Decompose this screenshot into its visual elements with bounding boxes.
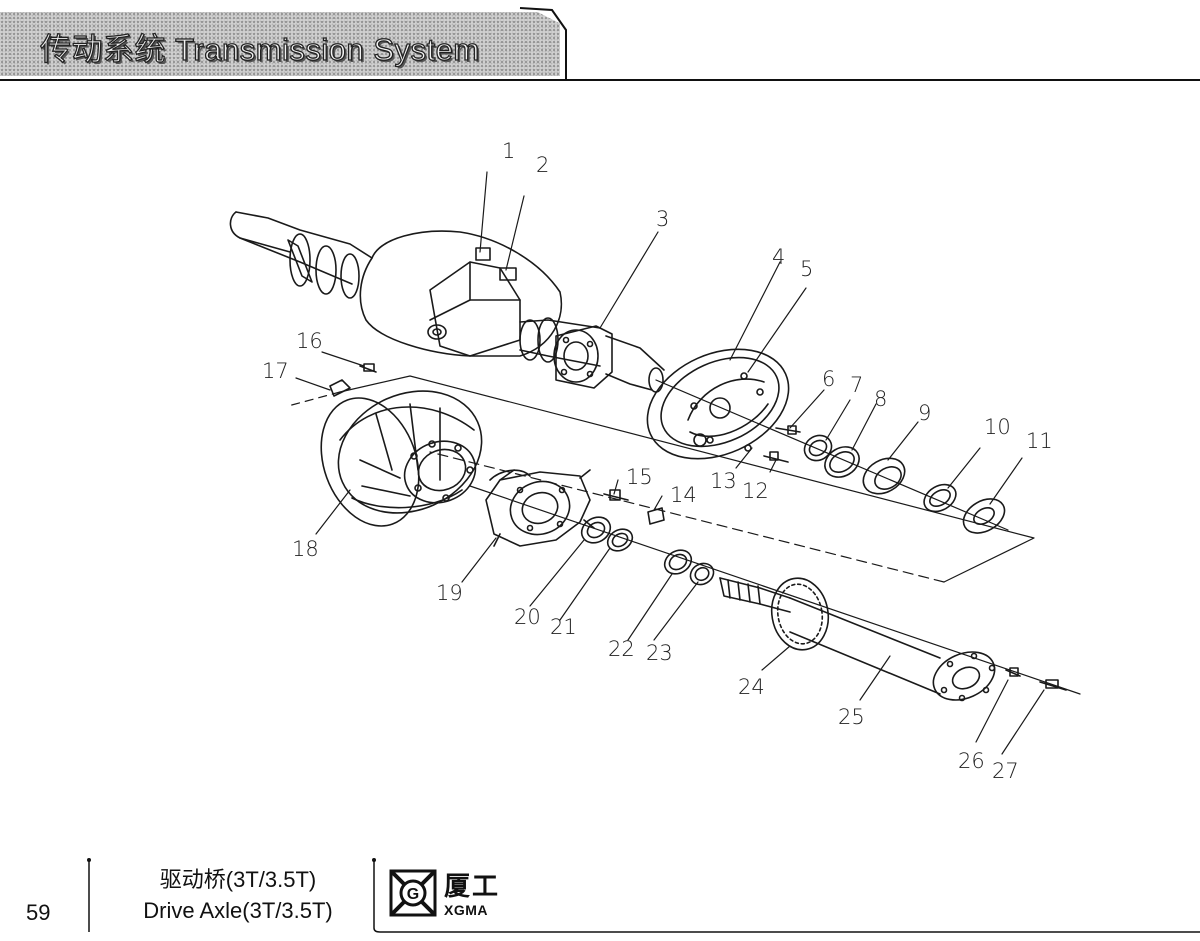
- part-label-9: 9: [918, 401, 931, 425]
- part-label-4: 4: [772, 245, 785, 269]
- hub-drum: [320, 379, 483, 527]
- header-title-band: [0, 12, 560, 76]
- part-label-27: 27: [992, 759, 1019, 783]
- footer-title-cn: 驱动桥(3T/3.5T): [159, 867, 317, 892]
- part-label-8: 8: [874, 387, 887, 411]
- section-title: 传动系统 Transmission System: [39, 31, 480, 67]
- part-label-11: 11: [1026, 429, 1053, 453]
- part-label-14: 14: [670, 483, 697, 507]
- half-shaft: [719, 577, 1067, 702]
- part-label-18: 18: [292, 537, 319, 561]
- assembly-lines: [287, 375, 1081, 695]
- header-frame: [0, 7, 1200, 81]
- bearing-stack: [744, 425, 1006, 534]
- washers: [580, 516, 715, 586]
- part-label-20: 20: [514, 605, 541, 629]
- part-label-24: 24: [738, 675, 765, 699]
- footer-title-en: Drive Axle(3T/3.5T): [143, 898, 333, 923]
- svg-text:G: G: [407, 886, 419, 903]
- part-label-16: 16: [296, 329, 323, 353]
- brake-assembly: [646, 348, 790, 460]
- part-label-5: 5: [800, 257, 813, 281]
- part-label-22: 22: [608, 637, 635, 661]
- brand-name-cn: 厦工: [444, 871, 501, 901]
- bearing-carrier: [485, 469, 595, 547]
- part-label-2: 2: [536, 153, 549, 177]
- brand-logo: G 厦工 XGMA: [388, 864, 528, 924]
- part-label-6: 6: [822, 367, 835, 391]
- brand-name-en: XGMA: [444, 902, 488, 918]
- page-header: 传动系统 Transmission System: [0, 0, 1200, 90]
- footer-rules: [87, 858, 1200, 933]
- axle-housing: [229, 211, 665, 393]
- part-label-23: 23: [646, 641, 673, 665]
- page-footer: 59 驱动桥(3T/3.5T) Drive Axle(3T/3.5T) G 厦工…: [0, 840, 1200, 941]
- xgma-logo-icon: G: [389, 869, 437, 917]
- part-label-3: 3: [656, 207, 669, 231]
- part-label-17: 17: [262, 359, 289, 383]
- leader-lines: [295, 171, 1045, 755]
- part-label-15: 15: [626, 465, 653, 489]
- part-label-25: 25: [838, 705, 865, 729]
- part-label-13: 13: [710, 469, 737, 493]
- page-number: 59: [26, 900, 51, 925]
- small-fittings: [359, 363, 665, 525]
- part-label-1: 1: [502, 139, 515, 163]
- part-labels: 1 2 3 4 5 6 7 8 9 10 11 12 13 14 15 16 1…: [262, 139, 1053, 783]
- part-label-7: 7: [850, 373, 863, 397]
- part-label-21: 21: [550, 615, 577, 639]
- part-label-19: 19: [436, 581, 463, 605]
- part-label-12: 12: [742, 479, 769, 503]
- part-label-10: 10: [984, 415, 1011, 439]
- part-label-26: 26: [958, 749, 985, 773]
